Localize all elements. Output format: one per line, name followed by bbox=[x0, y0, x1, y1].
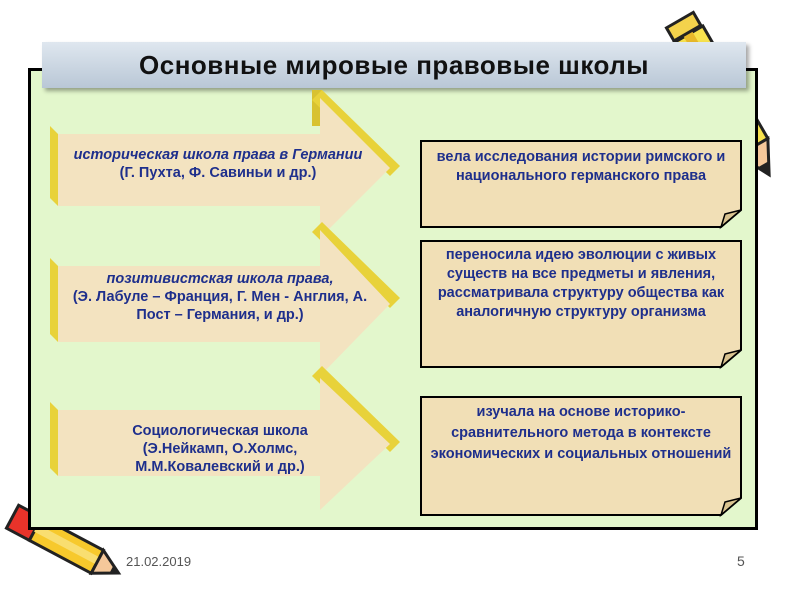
school-description: вела исследования истории римского и нац… bbox=[418, 138, 744, 230]
school-text: историческая школа права в Германии (Г. … bbox=[70, 146, 366, 182]
description-text: вела исследования истории римского и нац… bbox=[436, 149, 726, 184]
school-members: (Э.Нейкамп, О.Холмс, М.М.Ковалевский и д… bbox=[135, 441, 305, 475]
slide-number: 5 bbox=[737, 553, 745, 569]
slide-title: Основные мировые правовые школы bbox=[42, 42, 746, 88]
school-description: изучала на основе историко-сравнительног… bbox=[418, 394, 744, 518]
slide-title-text: Основные мировые правовые школы bbox=[139, 49, 649, 80]
school-description: переносила идею эволюции с живых существ… bbox=[418, 238, 744, 370]
school-name: позитивистская школа права, bbox=[106, 271, 334, 287]
school-arrow-sociological: Социологическая школа (Э.Нейкамп, О.Холм… bbox=[40, 364, 420, 524]
school-members: (Э. Лабуле – Франция, Г. Мен - Англия, А… bbox=[72, 289, 368, 323]
school-arrow-historical: историческая школа права в Германии (Г. … bbox=[40, 88, 420, 248]
school-name: Социологическая школа bbox=[132, 423, 308, 439]
school-text: Социологическая школа (Э.Нейкамп, О.Холм… bbox=[100, 422, 340, 476]
school-name: историческая школа права в Германии bbox=[73, 147, 363, 163]
school-members: (Г. Пухта, Ф. Савиньи и др.) bbox=[119, 165, 317, 181]
school-text: позитивистская школа права, (Э. Лабуле –… bbox=[64, 270, 376, 324]
school-arrow-positivist: позитивистская школа права, (Э. Лабуле –… bbox=[40, 220, 420, 380]
description-text: изучала на основе историко-сравнительног… bbox=[430, 404, 732, 462]
slide-date: 21.02.2019 bbox=[126, 554, 192, 569]
description-text: переносила идею эволюции с живых существ… bbox=[437, 247, 725, 320]
